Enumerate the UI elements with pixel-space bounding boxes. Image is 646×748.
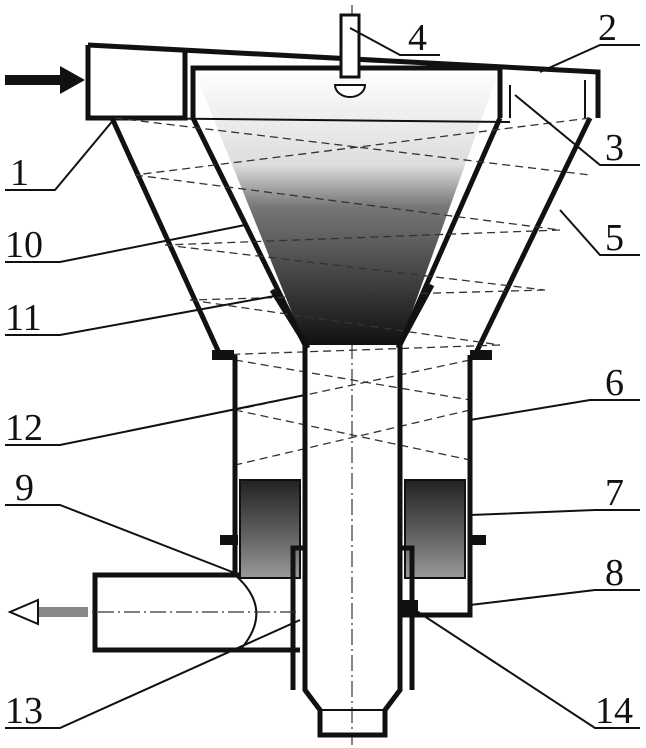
label-12: 12 [5,407,43,449]
label-14: 14 [595,690,633,732]
label-8: 8 [605,552,624,594]
label-9: 9 [15,467,34,509]
inlet-arrow-icon [5,66,85,94]
outlet-pipe [95,575,240,650]
label-6: 6 [605,362,624,404]
label-4: 4 [408,17,427,59]
inlet-box [88,45,185,118]
label-1: 1 [10,152,29,194]
label-2: 2 [598,7,617,49]
outer-cone-left [112,118,220,355]
label-7: 7 [605,472,624,514]
label-3: 3 [605,127,624,169]
bolt-14 [400,600,418,614]
label-5: 5 [605,217,624,259]
valve-4 [335,15,365,97]
label-13: 13 [5,690,43,732]
label-10: 10 [5,224,43,266]
outer-cone-right [475,118,590,355]
outlet-arrow-icon [10,600,88,624]
label-11: 11 [5,297,42,339]
